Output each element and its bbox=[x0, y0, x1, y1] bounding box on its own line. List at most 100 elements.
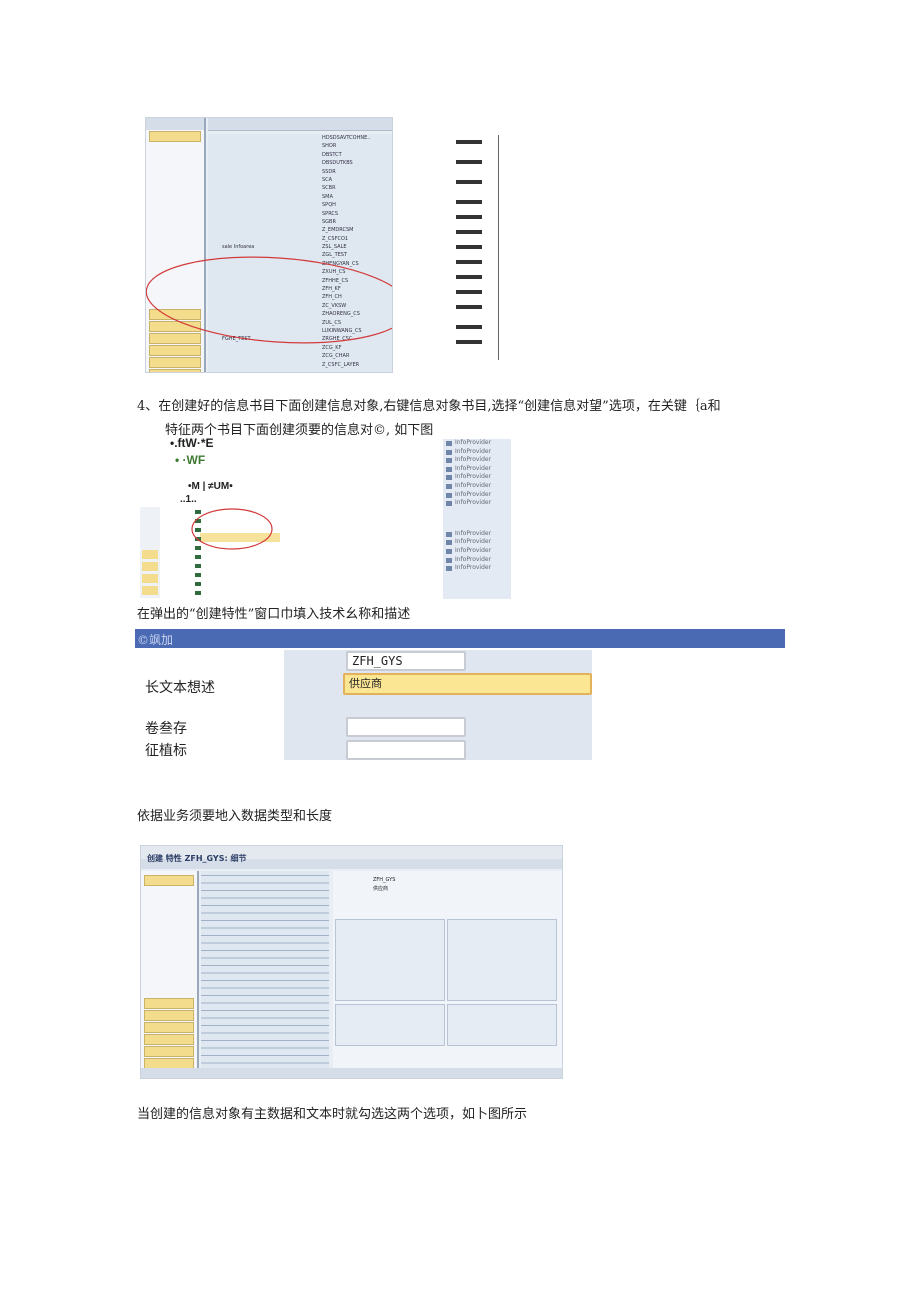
tree-row-name: FGHE_TEST bbox=[222, 336, 251, 343]
infoprovider-item[interactable]: InfoProvider bbox=[443, 530, 511, 539]
tree-row[interactable]: SPRCS bbox=[208, 210, 392, 218]
nav-modeling-button bbox=[149, 131, 201, 142]
tree-row-name bbox=[208, 159, 322, 167]
tree-row[interactable]: ZXUH_CS bbox=[208, 268, 392, 276]
toolbar bbox=[208, 118, 392, 131]
tree-row[interactable]: HDSDSAVTCOHNE.. bbox=[208, 134, 392, 142]
tree-row-tech-name: ZFHHE_CS bbox=[322, 277, 349, 284]
tree-row[interactable]: SMA bbox=[208, 193, 392, 201]
tree-row[interactable]: FGHE_TEST ZRGHE_CSC bbox=[208, 335, 392, 343]
tree-row[interactable]: ZC_VKSW bbox=[208, 302, 392, 310]
fragment-text: •.ftW·*E bbox=[170, 436, 214, 450]
nav-button bbox=[149, 345, 201, 356]
tree-row-tech-name: Z_CSFC_LAYER bbox=[322, 361, 360, 368]
tree-row[interactable]: SGBR bbox=[208, 218, 392, 226]
tree-row-tech-name: ZFH_CH bbox=[322, 294, 342, 301]
tree-row[interactable]: ZFH_KF bbox=[208, 285, 392, 293]
template-input[interactable] bbox=[346, 740, 466, 760]
red-circle-annotation bbox=[146, 256, 392, 344]
technical-name-input[interactable]: ZFH_GYS bbox=[346, 651, 466, 671]
tree-row[interactable]: ZCG_CHAR bbox=[208, 352, 392, 360]
tree-row-tech-name: ZFH_KF bbox=[322, 286, 341, 293]
tree-row-tech-name: ZC_VKSW bbox=[322, 302, 347, 309]
tree-row-tech-name: DBSDUTKBS bbox=[322, 160, 353, 167]
window-title: 创建 特性 ZFH_GYS: 细节 bbox=[147, 854, 247, 863]
tree-row-tech-name: ZGL_TEST bbox=[322, 252, 348, 259]
tree-row[interactable]: ZGL_TEST bbox=[208, 251, 392, 259]
infoprovider-item[interactable]: InfoProvider bbox=[443, 499, 511, 508]
tree-row[interactable]: ZHAORENG_CS bbox=[208, 310, 392, 318]
tree-row[interactable]: SCBR bbox=[208, 184, 392, 192]
tree-row[interactable]: SCA bbox=[208, 176, 392, 184]
tree-row[interactable]: ZHENGYAN_CS bbox=[208, 260, 392, 268]
workbench-nav-panel bbox=[146, 118, 206, 372]
tree-row-tech-name: Z_CSFCO1 bbox=[322, 235, 349, 242]
dialog-title-bar: ©飒加 bbox=[135, 629, 785, 648]
reference-input[interactable] bbox=[346, 717, 466, 737]
tree-row[interactable]: DBSDUTKBS bbox=[208, 159, 392, 167]
tree-row[interactable]: ZFH_CH bbox=[208, 293, 392, 301]
infoprovider-item[interactable]: InfoProvider bbox=[443, 448, 511, 457]
tree-row[interactable]: ZCG_KF bbox=[208, 344, 392, 352]
long-description-label: 长文本想述 bbox=[145, 680, 215, 696]
tree-row[interactable]: ZFHHE_CS bbox=[208, 277, 392, 285]
infoprovider-item[interactable]: InfoProvider bbox=[443, 456, 511, 465]
tree-row-tech-name: ZSL_SALE bbox=[322, 244, 347, 251]
infoprovider-item[interactable]: InfoProvider bbox=[443, 473, 511, 482]
template-label: 征植标 bbox=[145, 743, 187, 759]
tree-row-tech-name: SPRCS bbox=[322, 210, 339, 217]
tree-row-name bbox=[208, 168, 322, 176]
infoprovider-item[interactable]: InfoProvider bbox=[443, 491, 511, 500]
tree-row[interactable]: Z_CSFCO1 bbox=[208, 235, 392, 243]
tree-row-tech-name: SCA bbox=[322, 176, 333, 183]
tree-row-name: sale Infoarea bbox=[222, 244, 255, 251]
tree-row-tech-name: SHOR bbox=[322, 143, 337, 150]
tree-row[interactable]: SHOR bbox=[208, 142, 392, 150]
tree-row-tech-name: ZRGHE_CSC bbox=[322, 336, 353, 343]
infoprovider-item[interactable]: InfoProvider bbox=[443, 547, 511, 556]
tree-row[interactable]: DBSTCT bbox=[208, 151, 392, 159]
tree-row-name bbox=[208, 361, 322, 369]
tree-row-tech-name: Z_EMDRCSM bbox=[322, 227, 354, 234]
infoprovider-item[interactable]: InfoProvider bbox=[443, 482, 511, 491]
bar-graphic bbox=[450, 135, 502, 360]
nav-button bbox=[149, 369, 201, 372]
tree-row-name bbox=[208, 176, 322, 184]
fragment-text: ..1.. bbox=[180, 494, 197, 505]
red-circle-annotation bbox=[191, 508, 273, 550]
tree-row-tech-name: SMA bbox=[322, 193, 333, 200]
tree-row[interactable]: sale Infoarea ZSL_SALE bbox=[208, 243, 392, 251]
infoprovider-item[interactable]: InfoProvider bbox=[443, 439, 511, 448]
tree-row-tech-name: ZHENGYAN_CS bbox=[322, 260, 359, 267]
tree-row[interactable]: SSDR bbox=[208, 168, 392, 176]
characteristic-detail-screenshot: 创建 特性 ZFH_GYS: 细节 ZFH_GYS 供应商 bbox=[140, 845, 563, 1079]
tree-row[interactable]: LUKINWANG_CS bbox=[208, 327, 392, 335]
tree-row-name bbox=[208, 193, 322, 201]
tree-row-tech-name: HDSDSAVTCOHNE.. bbox=[322, 135, 371, 141]
long-description-input[interactable]: 供应商 bbox=[343, 673, 592, 695]
infoprovider-item[interactable]: InfoProvider bbox=[443, 465, 511, 474]
tree-row-name bbox=[208, 210, 322, 218]
tree-row-name bbox=[208, 201, 322, 209]
tech-name-field: ZFH_GYS bbox=[373, 877, 396, 883]
tree-row-name bbox=[208, 218, 322, 226]
window-title-bar: 创建 特性 ZFH_GYS: 细节 bbox=[141, 846, 562, 863]
infoprovider-item[interactable]: InfoProvider bbox=[443, 538, 511, 547]
tree-row-tech-name: ZCG_KF bbox=[322, 344, 342, 351]
datatype-paragraph: 依据业务须要地入数据类型和长度 bbox=[137, 809, 333, 824]
infoprovider-item[interactable]: InfoProvider bbox=[443, 556, 511, 565]
tree-row-tech-name: SGBR bbox=[322, 218, 336, 225]
description-field: 供应商 bbox=[373, 886, 389, 892]
tree-row-tech-name: ZXUH_CS bbox=[322, 269, 346, 276]
popup-paragraph: 在弹出的“创建特性”窗口巾填入技术幺称和描述 bbox=[137, 607, 411, 622]
step4-line1: 4、在创建好的信息书目下面创建信息对象,右键信息对象书目,选择“创建信息对望”选… bbox=[137, 399, 721, 414]
fragment-text: • ·WF bbox=[175, 453, 206, 467]
tree-row[interactable]: SPQH bbox=[208, 201, 392, 209]
infoprovider-item[interactable]: InfoProvider bbox=[443, 564, 511, 573]
tree-row[interactable]: ZUL_CS bbox=[208, 319, 392, 327]
tree-row[interactable]: Z_CSFC_LAYER bbox=[208, 361, 392, 369]
tree-row-name bbox=[208, 184, 322, 192]
tree-row[interactable]: Z_EMDRCSM bbox=[208, 226, 392, 234]
